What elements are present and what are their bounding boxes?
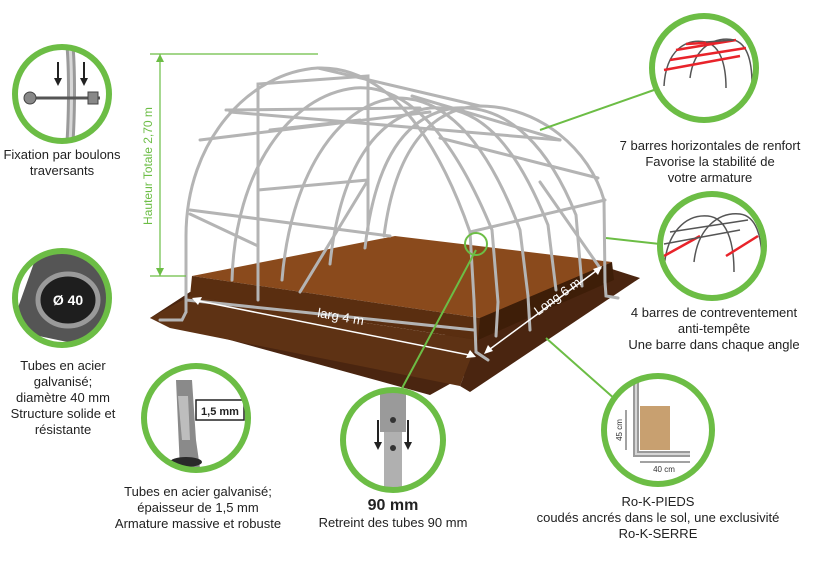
fixation-caption: Fixation par boulons traversants xyxy=(3,147,121,178)
swage-caption: 90 mm Retreint des tubes 90 mm xyxy=(318,497,468,530)
foot-width-dim: 40 cm xyxy=(653,465,675,474)
tubes-caption: Tubes en acier galvanisé; diamètre 40 mm… xyxy=(10,358,116,437)
feet-caption: Ro-K-PIEDS coudés ancrés dans le sol, un… xyxy=(536,494,780,541)
height-label: Hauteur Totale 2,70 m xyxy=(141,107,155,225)
diameter-badge: Ø 40 xyxy=(53,292,84,308)
bolt-fixation-callout xyxy=(12,44,112,144)
thickness-caption: Tubes en acier galvanisé; épaisseur de 1… xyxy=(114,484,282,531)
dimension-arrows xyxy=(193,267,601,357)
connector-lines xyxy=(399,89,661,401)
soil-front-shadow xyxy=(150,296,478,386)
height-dimension xyxy=(150,53,318,277)
tube-thickness-callout xyxy=(141,363,251,473)
foot-height-dim: 45 cm xyxy=(615,419,624,441)
soil-bed xyxy=(192,236,612,318)
bars4-caption: 4 barres de contreventement anti-tempête… xyxy=(628,305,800,352)
thickness-badge: 1,5 mm xyxy=(201,406,239,418)
tube-diameter-callout xyxy=(12,248,112,348)
bracing-bars-callout xyxy=(657,191,767,301)
bars7-caption: 7 barres horizontales de renfort Favoris… xyxy=(619,138,801,185)
greenhouse-frame xyxy=(158,66,620,362)
soil-right-side xyxy=(478,262,614,340)
horizontal-bars-callout xyxy=(649,13,759,123)
soil-right-shadow xyxy=(460,278,640,392)
tube-swage-callout xyxy=(340,387,446,493)
bent-feet-callout xyxy=(601,373,715,487)
